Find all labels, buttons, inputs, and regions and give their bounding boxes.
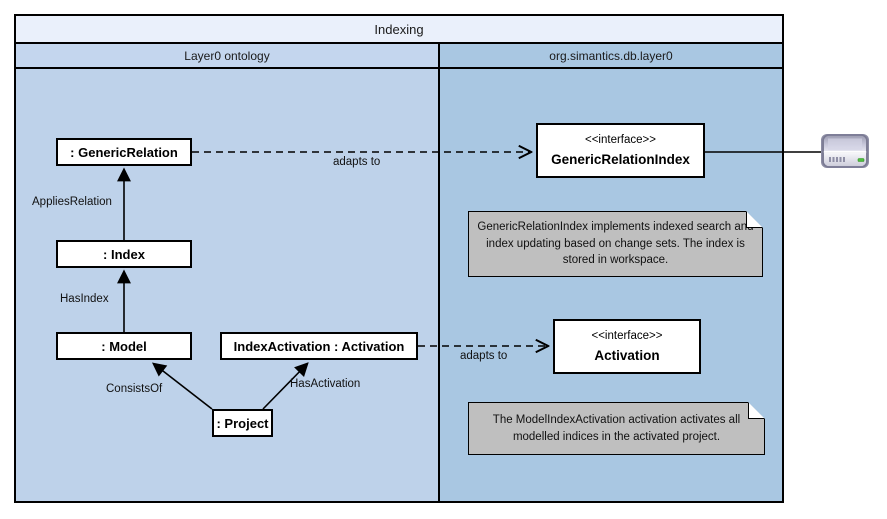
node-activation[interactable]: <<interface>> Activation	[553, 319, 701, 374]
edge-label-has-activation: HasActivation	[290, 378, 361, 390]
node-label: GenericRelationIndex	[551, 152, 690, 167]
node-index[interactable]: : Index	[56, 240, 192, 268]
stereotype-label: <<interface>>	[585, 134, 656, 146]
stereotype-label: <<interface>>	[591, 330, 663, 342]
package-header-org-simantics-db-layer0: org.simantics.db.layer0	[440, 44, 782, 69]
note-model-index-activation[interactable]: The ModelIndexActivation activation acti…	[468, 402, 765, 455]
edge-label-consists-of: ConsistsOf	[106, 383, 163, 395]
edge-label-applies-relation: AppliesRelation	[32, 196, 112, 208]
node-project[interactable]: : Project	[212, 409, 273, 437]
node-label: : Project	[216, 415, 269, 431]
node-generic-relation[interactable]: : GenericRelation	[56, 138, 192, 166]
page-title: Indexing	[16, 16, 782, 44]
node-label: : GenericRelation	[70, 144, 178, 160]
node-label: Activation	[594, 348, 660, 363]
edge-label-has-index: HasIndex	[60, 293, 109, 305]
package-header-layer0-ontology: Layer0 ontology	[16, 44, 438, 69]
node-generic-relation-index[interactable]: <<interface>> GenericRelationIndex	[536, 123, 705, 178]
edge-label-adapts-to-generic-relation-index: adapts to	[333, 156, 381, 168]
edge-label-adapts-to-activation: adapts to	[460, 350, 508, 362]
node-label: : Index	[103, 246, 145, 262]
note-generic-relation-index[interactable]: GenericRelationIndex implements indexed …	[468, 211, 763, 277]
node-label: IndexActivation : Activation	[233, 338, 405, 354]
node-index-activation[interactable]: IndexActivation : Activation	[220, 332, 418, 360]
note-text: The ModelIndexActivation activation acti…	[492, 413, 741, 443]
note-text: GenericRelationIndex implements indexed …	[477, 220, 754, 267]
disk-drive-icon[interactable]	[818, 130, 872, 172]
node-label: : Model	[101, 338, 147, 354]
node-model[interactable]: : Model	[56, 332, 192, 360]
